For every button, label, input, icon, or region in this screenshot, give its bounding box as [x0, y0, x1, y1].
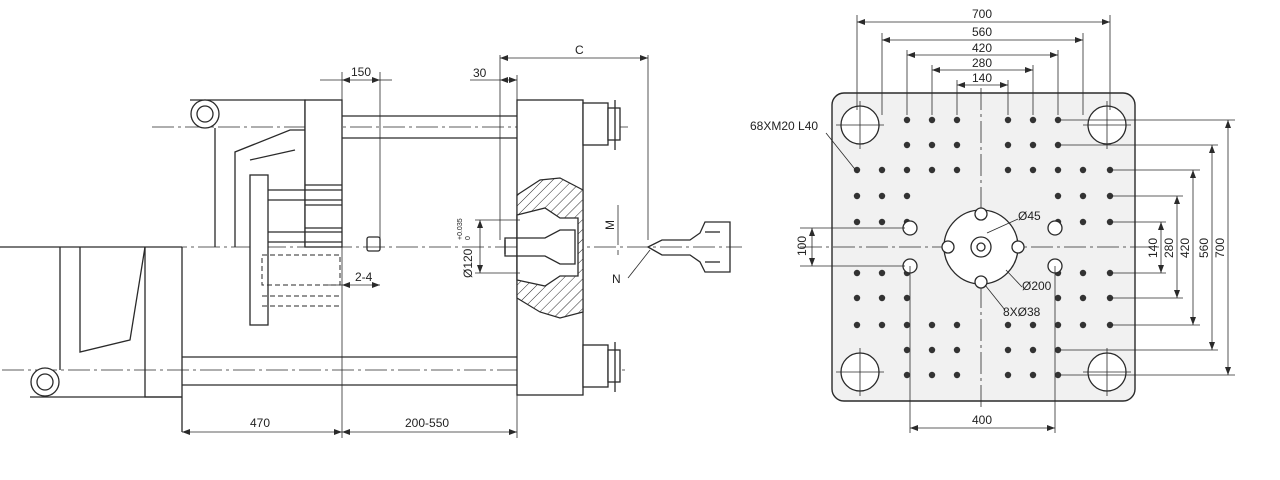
tapped-hole — [1079, 321, 1087, 329]
dim-560-top: 560 — [972, 25, 992, 39]
dim-400: 400 — [972, 413, 992, 427]
tie-bar-bottom — [182, 356, 517, 386]
tapped-hole — [1079, 269, 1087, 277]
tapped-hole — [1054, 166, 1062, 174]
toggle-pin-bottom — [30, 367, 60, 397]
moving-platen — [249, 99, 343, 326]
tapped-hole — [903, 166, 911, 174]
tapped-hole — [1029, 141, 1037, 149]
tapped-hole — [1054, 294, 1062, 302]
tapped-hole — [853, 166, 861, 174]
label-8xd38: 8XØ38 — [1003, 305, 1041, 319]
label-d45: Ø45 — [1018, 209, 1041, 223]
dim-m-label: M — [603, 220, 617, 230]
rear-platen-toggle — [0, 99, 306, 432]
tapped-hole — [878, 269, 886, 277]
label-tapped-holes: 68XM20 L40 — [750, 119, 818, 133]
tapped-hole — [1004, 116, 1012, 124]
tapped-hole — [953, 371, 961, 379]
dim-700-top: 700 — [972, 7, 992, 21]
tapped-hole — [928, 166, 936, 174]
dim-280-top: 280 — [972, 56, 992, 70]
dim-470-label: 470 — [250, 416, 270, 430]
dim-700-right: 700 — [1213, 238, 1227, 258]
locating-ring — [902, 207, 1063, 289]
tapped-hole — [903, 116, 911, 124]
dim-c-label: C — [575, 43, 584, 57]
dim-140-top: 140 — [972, 71, 992, 85]
tapped-hole — [1054, 321, 1062, 329]
tapped-hole — [953, 116, 961, 124]
tie-bar-top — [340, 115, 517, 139]
tapped-hole — [1054, 346, 1062, 354]
tapped-hole — [853, 192, 861, 200]
tapped-hole — [953, 346, 961, 354]
tapped-hole — [1054, 192, 1062, 200]
tapped-hole — [953, 321, 961, 329]
dim-140-right: 140 — [1146, 238, 1160, 258]
dim-420-top: 420 — [972, 41, 992, 55]
tapped-hole — [1054, 116, 1062, 124]
dim-280-right: 280 — [1162, 238, 1176, 258]
label-d200: Ø200 — [1022, 279, 1052, 293]
tapped-hole — [1079, 166, 1087, 174]
tapped-hole — [1004, 141, 1012, 149]
tapped-hole — [928, 141, 936, 149]
toggle-pin-top — [190, 99, 220, 129]
tapped-hole — [878, 218, 886, 226]
dim-d120-label: Ø120 — [461, 248, 475, 278]
tapped-hole — [953, 166, 961, 174]
tapped-hole — [903, 192, 911, 200]
dim-n-label: N — [612, 272, 621, 286]
tapped-hole — [903, 141, 911, 149]
tapped-hole — [1004, 371, 1012, 379]
tapped-hole — [1029, 166, 1037, 174]
dim-420-right: 420 — [1178, 238, 1192, 258]
dim-560-right: 560 — [1197, 238, 1211, 258]
tapped-hole — [878, 294, 886, 302]
tie-bar-holes — [836, 101, 1131, 396]
dim-100: 100 — [795, 236, 809, 256]
side-view: 150 30 C Ø120 +0.035 0 M N 2-4 — [0, 43, 742, 438]
tapped-hole — [1004, 166, 1012, 174]
tapped-hole — [1079, 218, 1087, 226]
tapped-hole — [903, 321, 911, 329]
injection-nozzle — [646, 221, 731, 273]
tapped-hole — [1004, 321, 1012, 329]
tapped-hole — [1079, 192, 1087, 200]
tapped-hole — [1004, 346, 1012, 354]
dim-2-4-label: 2-4 — [355, 270, 373, 284]
tapped-hole — [878, 166, 886, 174]
dim-30-label: 30 — [473, 66, 487, 80]
tapped-hole — [1054, 141, 1062, 149]
fixed-platen — [504, 99, 621, 396]
tapped-hole — [928, 321, 936, 329]
dim-d120-tol-lower: 0 — [465, 236, 472, 240]
tapped-hole — [928, 116, 936, 124]
tapped-hole — [853, 321, 861, 329]
tapped-hole — [1054, 371, 1062, 379]
dim-d120-tol-upper: +0.035 — [457, 218, 464, 240]
tapped-hole — [928, 371, 936, 379]
platen-face-view: 700 560 420 280 140 700 560 420 280 — [750, 7, 1235, 433]
tapped-hole — [928, 346, 936, 354]
tapped-hole — [1079, 294, 1087, 302]
tapped-hole — [853, 269, 861, 277]
tapped-hole — [853, 218, 861, 226]
dim-150-label: 150 — [351, 65, 371, 79]
tapped-hole — [878, 321, 886, 329]
tapped-hole — [903, 371, 911, 379]
tapped-hole — [903, 346, 911, 354]
tapped-hole — [853, 294, 861, 302]
tapped-hole — [953, 141, 961, 149]
tapped-hole — [1029, 346, 1037, 354]
tapped-hole — [878, 192, 886, 200]
tapped-hole — [1029, 116, 1037, 124]
tapped-hole — [1029, 371, 1037, 379]
tapped-hole — [1029, 321, 1037, 329]
tapped-hole — [903, 294, 911, 302]
dim-200-550-label: 200-550 — [405, 416, 449, 430]
